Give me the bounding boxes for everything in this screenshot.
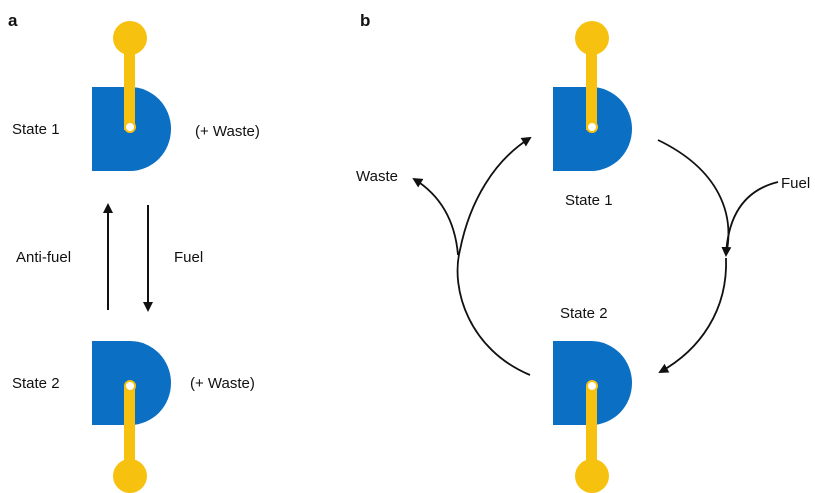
panel-a-state2-molecule — [92, 341, 171, 493]
lever-arm-icon — [586, 385, 597, 477]
panel-b-state1-molecule — [553, 21, 632, 171]
lever-knob-icon — [575, 21, 609, 55]
lever-arm-icon — [124, 385, 135, 477]
pivot-icon — [124, 380, 136, 392]
lever-knob-icon — [113, 459, 147, 493]
panel-a-state2-label: State 2 — [12, 375, 60, 392]
panel-a-fuel-label: Fuel — [174, 249, 203, 266]
panel-a-letter: a — [8, 11, 18, 30]
lever-arm-icon — [586, 38, 597, 130]
panel-b-fuel-label: Fuel — [781, 175, 810, 192]
pivot-icon — [124, 121, 136, 133]
waste-output-arrow — [412, 177, 459, 256]
cycle-right-lower-arrow — [658, 257, 727, 373]
panel-a-antifuel-label: Anti-fuel — [16, 249, 71, 266]
panel-b-state1-label: State 1 — [565, 192, 613, 209]
cycle-right-upper-arc — [657, 139, 730, 256]
panel-a-state1-waste: (+ Waste) — [195, 123, 260, 140]
cycle-left-arrow — [456, 136, 532, 376]
panel-a-state1-label: State 1 — [12, 121, 60, 138]
panel-a-state1-molecule — [92, 21, 171, 171]
pivot-icon — [586, 121, 598, 133]
panel-b-letter: b — [360, 11, 370, 30]
lever-knob-icon — [113, 21, 147, 55]
lever-arm-icon — [124, 38, 135, 130]
lever-knob-icon — [575, 459, 609, 493]
panel-b-state2-label: State 2 — [560, 305, 608, 322]
fuel-input-arrow — [721, 181, 779, 257]
panel-b-state2-molecule — [553, 341, 632, 493]
panel-b-waste-label: Waste — [356, 168, 398, 185]
panel-a-state2-waste: (+ Waste) — [190, 375, 255, 392]
pivot-icon — [586, 380, 598, 392]
